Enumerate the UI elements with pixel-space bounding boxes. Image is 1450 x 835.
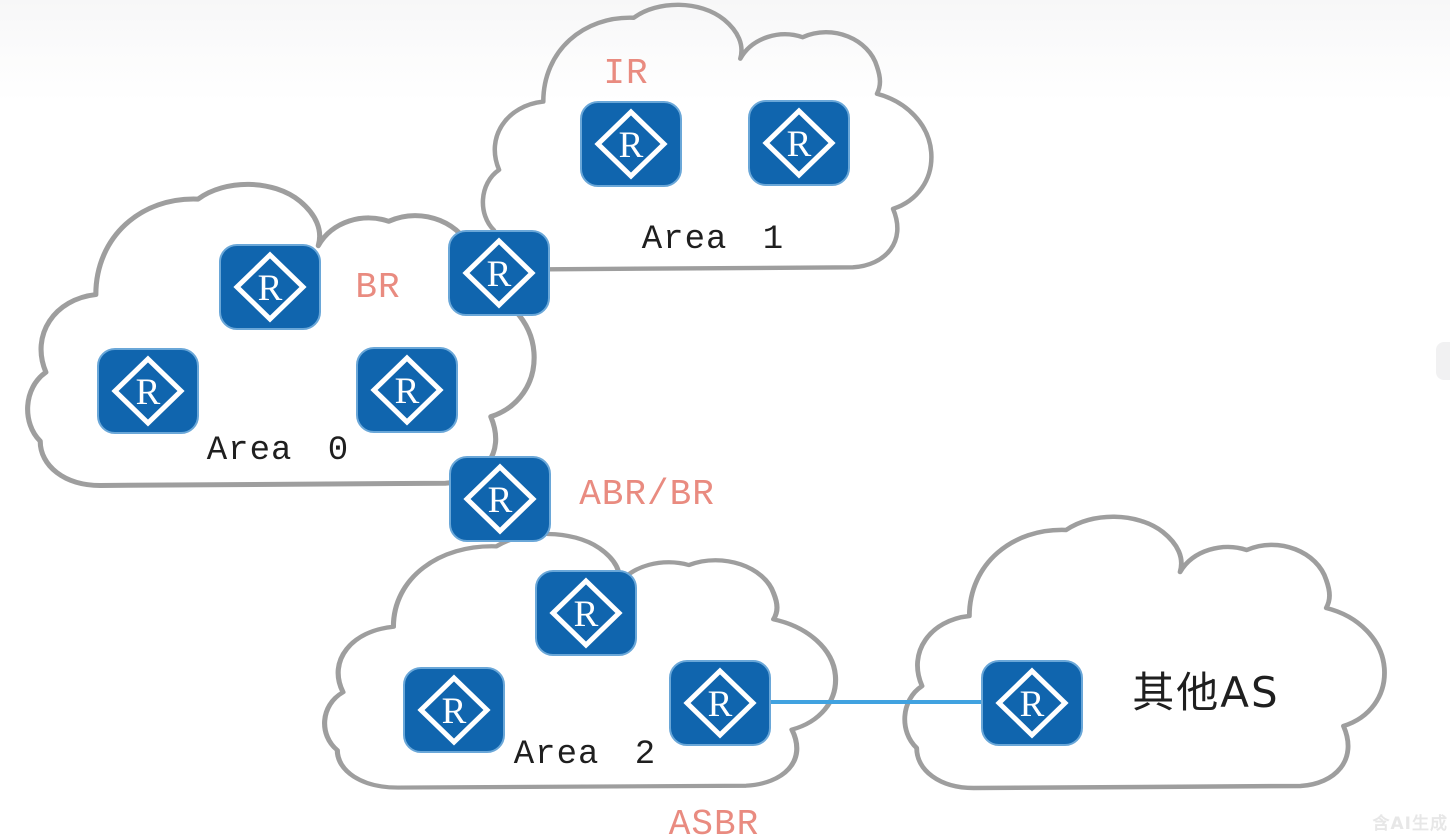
area-label-area-2: Area 2 [514, 736, 656, 774]
router-icon-area1-left [581, 102, 681, 186]
role-label-br: BR [355, 267, 400, 308]
area-label-other-as: 其他AS [1132, 668, 1279, 717]
role-label-asbr: ASBR [669, 804, 759, 835]
router-icon-asbr [670, 661, 770, 745]
router-icon-area2-left [404, 668, 504, 752]
router-icon-area0-right [357, 348, 457, 432]
role-label-abr-br: ABR/BR [579, 474, 715, 515]
router-icon-area1-right [749, 101, 849, 185]
area-label-area-1: Area 1 [642, 221, 784, 259]
router-icon-br-border [449, 231, 549, 315]
role-label-ir: IR [603, 53, 648, 94]
router-icon-area0-top [220, 245, 320, 329]
area-label-area-0: Area 0 [207, 432, 349, 470]
right-edge-artifact [1436, 342, 1450, 380]
router-icon-other-as [982, 661, 1082, 745]
cloud-other-as [905, 517, 1385, 788]
router-icon-abr-br-border [450, 457, 550, 541]
router-icon-area2-top [536, 571, 636, 655]
ai-generated-watermark: 含AI生成 [1373, 813, 1448, 834]
router-icon-area0-left [98, 349, 198, 433]
